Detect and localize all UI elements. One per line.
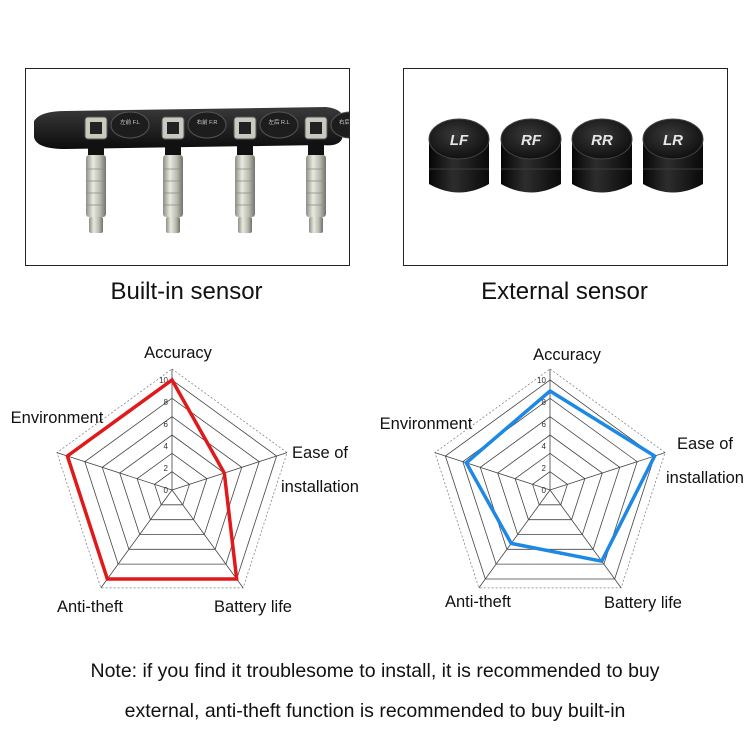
radar-spoke <box>549 489 622 589</box>
radar-grid-ring <box>497 434 603 535</box>
cap-top <box>500 118 562 160</box>
valve-stem <box>306 155 326 217</box>
sensor-clamp-hole <box>239 122 251 134</box>
radar-tick-label: 2 <box>164 464 169 473</box>
built-in-sensor-unit: 左前 F.L <box>84 111 150 233</box>
radar-tick-label: 4 <box>542 442 547 451</box>
sensor-label-dome <box>259 111 299 139</box>
note-line-2: external, anti-theft function is recomme… <box>124 700 626 722</box>
cap-position-label: RF <box>521 132 542 149</box>
sensor-clamp-hole <box>310 122 322 134</box>
radar-spoke <box>56 452 173 491</box>
external-sensor-cap: RF <box>500 118 562 193</box>
external-sensor-caption: External sensor <box>481 278 648 305</box>
sensor-clamp-hole <box>167 122 179 134</box>
radar-axis-label: Accuracy <box>533 346 602 364</box>
cap-top <box>428 118 490 160</box>
sensor-position-tag: 左后 R.L <box>268 118 289 126</box>
valve-tip <box>166 217 180 233</box>
valve-neck <box>88 141 104 155</box>
built-in-sensor-unit: 左后 R.L <box>233 111 299 233</box>
valve-tip <box>309 217 323 233</box>
radar-spoke <box>171 452 288 491</box>
valve-stem <box>235 155 255 217</box>
sensor-position-tag: 右后 R.R <box>339 118 349 126</box>
valve-neck <box>308 141 324 155</box>
cap-top <box>571 118 633 160</box>
valve-tip <box>89 217 103 233</box>
radar-axis-label: Battery life <box>604 594 682 612</box>
radar-grid-ring <box>119 434 225 535</box>
note-line-1: Note: if you find it troublesome to inst… <box>90 660 660 682</box>
built-in-sensor-unit: 右后 R.R <box>304 111 349 233</box>
radar-spoke <box>478 489 551 589</box>
external-sensor-cap: LR <box>642 118 704 193</box>
radar-series-line <box>464 388 657 564</box>
radar-grid-ring <box>101 416 243 550</box>
built-in-sensor-caption: Built-in sensor <box>110 278 263 305</box>
radar-grid-ring <box>532 471 568 506</box>
external-sensor-cap: LF <box>428 118 490 193</box>
radar-axis-label: Environment <box>11 409 104 427</box>
radar-axis-label: Accuracy <box>144 344 213 362</box>
radar-tick-label: 10 <box>537 376 546 385</box>
radar-outer-ring <box>56 368 288 589</box>
radar-grid-ring <box>514 452 586 521</box>
radar-spoke <box>171 489 244 589</box>
radar-tick-label: 8 <box>542 398 547 407</box>
built-in-sensor-illustration: 左前 F.L 右前 F.R 左后 R.L 右后 R.R <box>34 107 349 233</box>
radar-axis-label: Anti-theft <box>445 593 511 611</box>
radar-tick-label: 6 <box>542 420 547 429</box>
external-sensor-cap: RR <box>571 118 633 193</box>
cap-top <box>642 118 704 160</box>
radar-axis-label: Battery life <box>214 598 292 616</box>
cap-position-label: LF <box>450 132 469 149</box>
sensor-label-dome <box>330 111 349 139</box>
radar-tick-label: 8 <box>164 398 169 407</box>
radar-tick-label: 4 <box>164 442 169 451</box>
radar-spoke <box>549 452 666 491</box>
radar-spoke <box>434 452 551 491</box>
cap-position-label: LR <box>663 132 683 149</box>
sensor-label-dome <box>110 111 150 139</box>
valve-tip <box>238 217 252 233</box>
radar-series-line <box>65 377 239 581</box>
radar-tick-label: 0 <box>164 486 169 495</box>
sensor-clamp-hole <box>90 122 102 134</box>
radar-axis-label: Environment <box>380 415 473 433</box>
radar-grid-ring <box>154 471 190 506</box>
radar-tick-label: 6 <box>164 420 169 429</box>
sensor-position-tag: 右前 F.R <box>197 118 218 126</box>
external-sensor-illustration: LF RF RR LR <box>428 118 704 193</box>
radar-outer-ring <box>434 368 666 589</box>
valve-stem <box>86 155 106 217</box>
sensor-position-tag: 左前 F.L <box>120 118 140 126</box>
radar-tick-label: 2 <box>542 464 547 473</box>
valve-stem <box>163 155 183 217</box>
external-sensor-photo: LF RF RR LR <box>403 68 728 266</box>
valve-neck <box>165 141 181 155</box>
radar-spoke <box>100 489 173 589</box>
radar-grid-ring <box>84 397 260 565</box>
built-in-sensor-photo: 左前 F.L 右前 F.R 左后 R.L 右后 R.R <box>25 68 350 266</box>
radar-grid-ring <box>136 452 208 521</box>
radar-tick-label: 10 <box>159 376 168 385</box>
cap-position-label: RR <box>591 132 613 149</box>
built-in-sensor-unit: 右前 F.R <box>161 111 227 233</box>
sensor-label-dome <box>187 111 227 139</box>
radar-axis-label: Anti-theft <box>57 598 123 616</box>
radar-tick-label: 0 <box>542 486 547 495</box>
valve-neck <box>237 141 253 155</box>
